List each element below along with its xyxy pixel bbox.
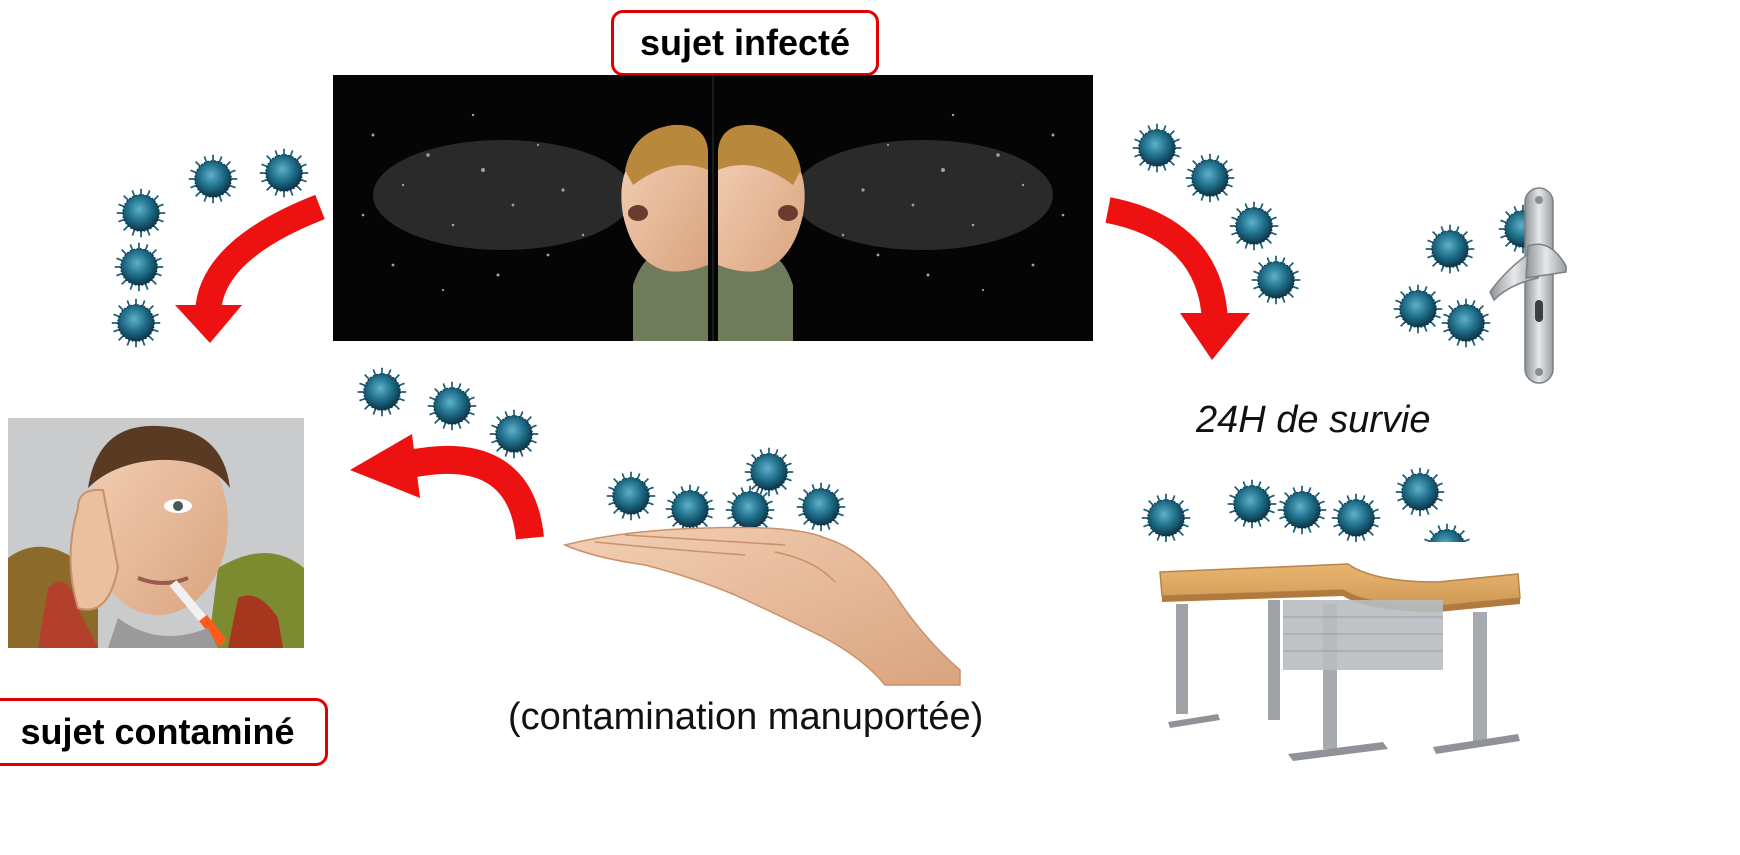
survival-caption: 24H de survie	[1196, 399, 1430, 442]
contaminated-subject-label: sujet contaminé	[0, 698, 328, 766]
virus-particle-icon	[1184, 152, 1236, 204]
sick-person-image	[8, 418, 304, 648]
virus-particle-icon	[1131, 122, 1183, 174]
virus-particle-icon	[258, 147, 310, 199]
virus-particle-icon	[187, 153, 239, 205]
door-handle-icon	[1490, 188, 1570, 388]
virus-particle-icon	[1330, 492, 1382, 544]
virus-particle-icon	[115, 187, 167, 239]
sneezing-person-image	[333, 75, 1093, 341]
desk-icon	[1148, 542, 1528, 767]
infected-subject-text: sujet infecté	[640, 22, 850, 64]
infected-subject-label: sujet infecté	[611, 10, 879, 76]
virus-particle-icon	[1392, 283, 1444, 335]
virus-particle-icon	[1424, 223, 1476, 275]
virus-particle-icon	[113, 241, 165, 293]
virus-particle-icon	[110, 297, 162, 349]
virus-particle-icon	[1276, 484, 1328, 536]
virus-particle-icon	[1250, 254, 1302, 306]
virus-particle-icon	[426, 380, 478, 432]
virus-particle-icon	[1228, 200, 1280, 252]
virus-particle-icon	[1440, 297, 1492, 349]
virus-particle-icon	[1394, 466, 1446, 518]
virus-particle-icon	[605, 470, 657, 522]
hand-icon	[565, 520, 960, 685]
virus-particle-icon	[1226, 478, 1278, 530]
contaminated-subject-text: sujet contaminé	[20, 711, 294, 753]
virus-particle-icon	[356, 366, 408, 418]
hand-transmission-caption: (contamination manuportée)	[508, 696, 983, 739]
virus-particle-icon	[488, 408, 540, 460]
virus-particle-icon	[743, 446, 795, 498]
curved-arrow-icon	[170, 195, 340, 345]
virus-particle-icon	[1140, 492, 1192, 544]
